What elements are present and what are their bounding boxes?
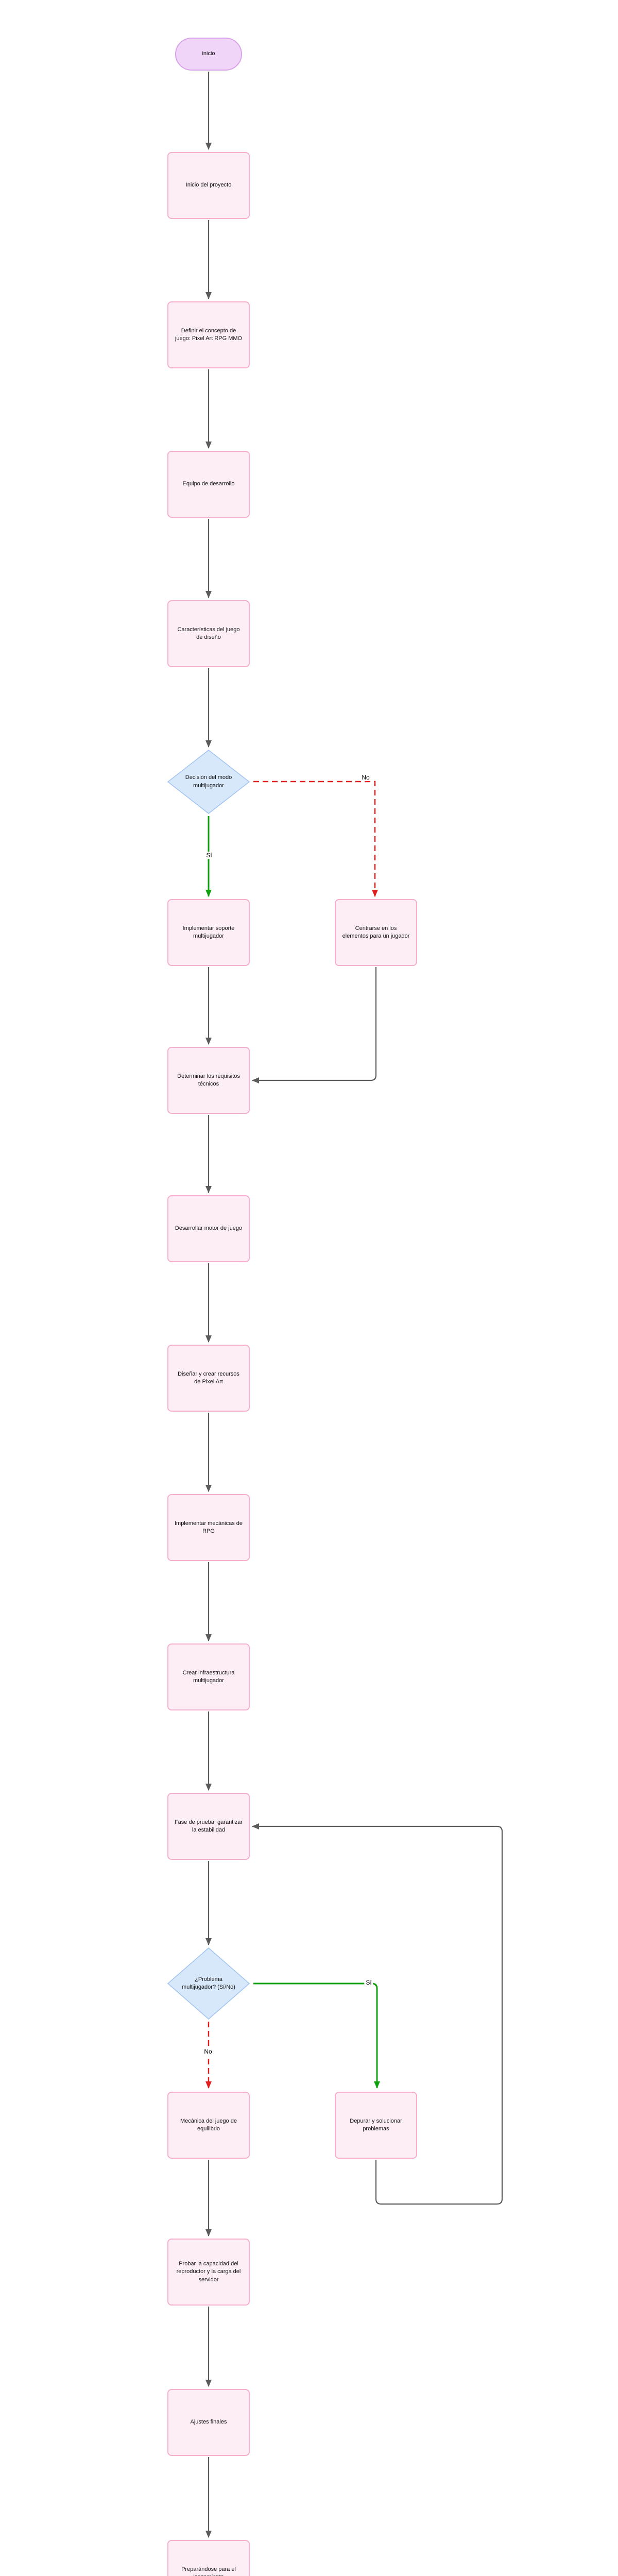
node-requisitos-tecnicos: Determinar los requisitos técnicos	[167, 1047, 250, 1114]
node-mecanicas-rpg: Implementar mecánicas de RPG	[167, 1494, 250, 1561]
node-label: Mecánica del juego de equilibrio	[180, 2117, 237, 2132]
node-recursos-pixel-art: Diseñar y crear recursos de Pixel Art	[167, 1345, 250, 1412]
node-label: Probar la capacidad del reproductor y la…	[176, 2260, 241, 2283]
node-start-terminator: inicio	[175, 38, 242, 71]
edge-decision1-no	[253, 781, 378, 897]
decision-modo-multijugador: Decisión del modo multijugador	[167, 750, 250, 814]
node-label: Centrarse en los elementos para un jugad…	[342, 925, 410, 939]
node-label: Inicio del proyecto	[185, 182, 232, 189]
edge-label-decision1-no: No	[360, 774, 371, 781]
node-definir-concepto: Definir el concepto de juego: Pixel Art …	[167, 301, 250, 368]
diamond-shape	[167, 750, 250, 814]
node-centrarse-un-jugador: Centrarse en los elementos para un jugad…	[335, 899, 417, 966]
edge-label-decision1-yes: Sí	[204, 852, 214, 859]
node-depurar-problemas: Depurar y solucionar problemas	[335, 2092, 417, 2159]
node-label: Fase de prueba: garantizar la estabilida…	[174, 1819, 243, 1833]
node-implementar-multijugador: Implementar soporte multijugador	[167, 899, 250, 966]
edge-decision2-yes	[253, 1982, 380, 2089]
node-motor-juego: Desarrollar motor de juego	[167, 1195, 250, 1262]
edge-label-decision2-no: No	[202, 2048, 214, 2055]
node-label: Definir el concepto de juego: Pixel Art …	[175, 327, 243, 342]
node-mecanica-equilibrio: Mecánica del juego de equilibrio	[167, 2092, 250, 2159]
node-label: Crear infraestructura multijugador	[182, 1669, 235, 1684]
node-label: ¿Problema multijugador? (Sí/No)	[182, 1976, 235, 1990]
node-label: Implementar mecánicas de RPG	[174, 1520, 243, 1534]
node-equipo-desarrollo: Equipo de desarrollo	[167, 451, 250, 518]
edge-label-decision2-yes: Sí	[364, 1979, 373, 1986]
diamond-shape	[167, 1947, 250, 2020]
node-inicio-del-proyecto: Inicio del proyecto	[167, 152, 250, 219]
node-label: Depurar y solucionar problemas	[350, 2117, 402, 2132]
node-label: Preparándose para el lanzamiento	[181, 2566, 236, 2576]
node-label: Decisión del modo multijugador	[185, 774, 232, 789]
node-fase-prueba: Fase de prueba: garantizar la estabilida…	[167, 1793, 250, 1860]
node-label: inicio	[202, 50, 215, 57]
decision-problema-multijugador: ¿Problema multijugador? (Sí/No)	[167, 1947, 250, 2020]
node-label: Implementar soporte multijugador	[182, 925, 235, 939]
node-label: Determinar los requisitos técnicos	[177, 1073, 240, 1087]
node-probar-capacidad: Probar la capacidad del reproductor y la…	[167, 2239, 250, 2306]
node-label: Ajustes finales	[190, 2419, 227, 2426]
node-label: Desarrollar motor de juego	[175, 1225, 243, 1232]
node-label: Características del juego de diseño	[177, 626, 240, 640]
node-label: Equipo de desarrollo	[182, 481, 235, 487]
edge-centrarse-to-requisitos	[252, 967, 377, 1083]
node-caracteristicas-juego: Características del juego de diseño	[167, 600, 250, 667]
node-preparandose-lanzamiento: Preparándose para el lanzamiento	[167, 2540, 250, 2576]
node-infraestructura-multijugador: Crear infraestructura multijugador	[167, 1643, 250, 1710]
node-ajustes-finales: Ajustes finales	[167, 2389, 250, 2456]
node-label: Diseñar y crear recursos de Pixel Art	[178, 1370, 239, 1385]
